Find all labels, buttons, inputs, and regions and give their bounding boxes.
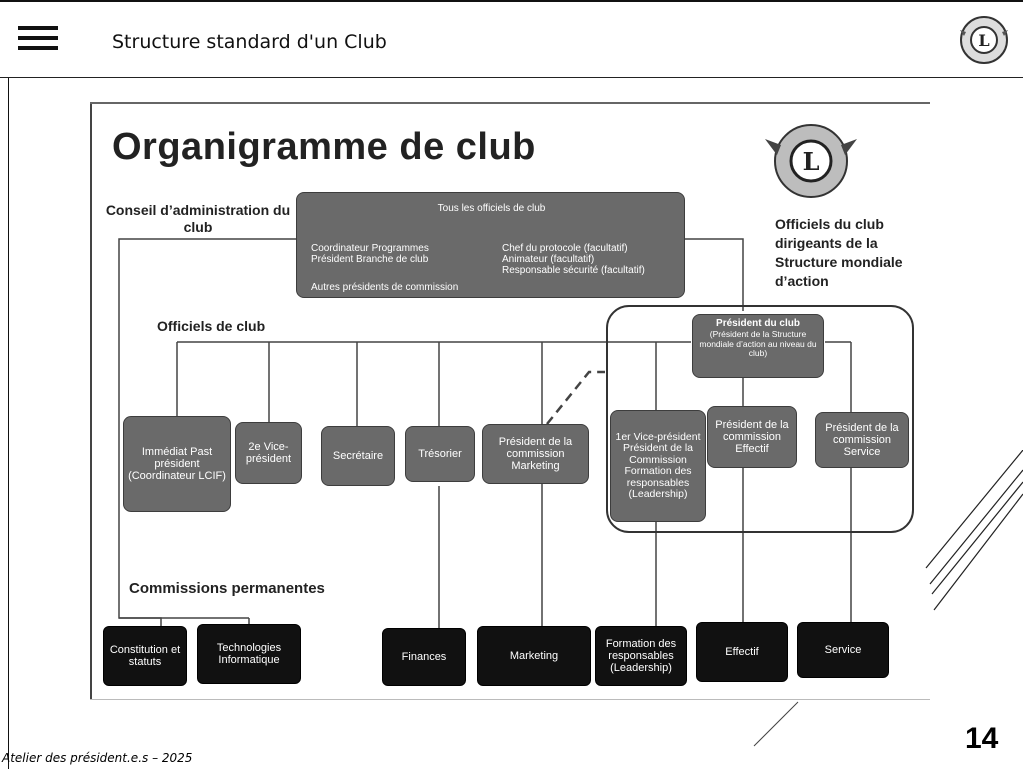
treasurer-box: Trésorier [405, 426, 475, 482]
decorative-diagonal-small [753, 701, 799, 747]
chart-frame-bottom [90, 699, 930, 700]
top-box-right-line-1: Chef du protocole (facultatif) [502, 243, 628, 254]
all-officers-box: Tous les officiels de club Coordinateur … [296, 192, 685, 298]
top-box-left-line-1: Coordinateur Programmes [311, 243, 429, 254]
top-box-left-line-2: Président Branche de club [311, 254, 429, 265]
org-chart: L Organigramme de club Conseil d’adminis… [89, 96, 931, 704]
technology-committee-box: Technologies Informatique [197, 624, 301, 684]
past-president-box: Immédiat Past président (Coordinateur LC… [123, 416, 231, 512]
marketing-committee-box: Marketing [477, 626, 591, 686]
first-vp-box: 1er Vice-président Président de la Commi… [610, 410, 706, 522]
second-vp-box: 2e Vice-président [235, 422, 302, 484]
decorative-diagonals [925, 450, 1023, 611]
hamburger-menu-icon[interactable] [18, 24, 58, 52]
connector-lines: L [118, 124, 914, 630]
svg-text:L: L [803, 147, 820, 176]
commissions-label: Commissions permanentes [129, 580, 325, 597]
diagram-title: Organigramme de club [112, 126, 536, 168]
chart-frame-left [90, 102, 92, 700]
officiels-label: Officiels de club [157, 318, 266, 334]
side-caption: Officiels du club dirigeants de la Struc… [775, 216, 903, 289]
finances-committee-box: Finances [382, 628, 466, 686]
president-title: Président du club [716, 318, 800, 329]
page-number: 14 [965, 722, 999, 755]
membership-officer-box: Président de la commission Effectif [707, 406, 797, 468]
left-border-line [8, 78, 9, 769]
chart-frame-top [90, 102, 930, 104]
header-bar [0, 0, 1023, 78]
leadership-committee-box: Formation des responsables (Leadership) [595, 626, 687, 686]
footer-caption: Atelier des président.e.s – 2025 [2, 751, 193, 765]
president-box: Président du club (Président de la Struc… [692, 314, 824, 378]
lions-logo-icon: L [958, 14, 1010, 66]
service-committee-box: Service [797, 622, 889, 678]
all-officers-heading: Tous les officiels de club [437, 203, 546, 214]
marketing-officer-box: Président de la commission Marketing [482, 424, 589, 484]
conseil-label: Conseil d’administration du club [105, 202, 291, 235]
service-officer-box: Président de la commission Service [815, 412, 909, 468]
president-subtitle: (Président de la Structure mondiale d’ac… [699, 329, 817, 358]
membership-committee-box: Effectif [696, 622, 788, 682]
top-box-right-line-2: Animateur (facultatif) [502, 254, 595, 265]
constitution-committee-box: Constitution et statuts [103, 626, 187, 686]
top-box-right-line-3: Responsable sécurité (facultatif) [502, 265, 645, 276]
top-box-bottom-line: Autres présidents de commission [311, 282, 459, 293]
slide-title: Structure standard d'un Club [112, 31, 387, 53]
lions-logo-icon: L [765, 124, 857, 198]
svg-text:L: L [978, 31, 989, 50]
secretary-box: Secrétaire [321, 426, 395, 486]
